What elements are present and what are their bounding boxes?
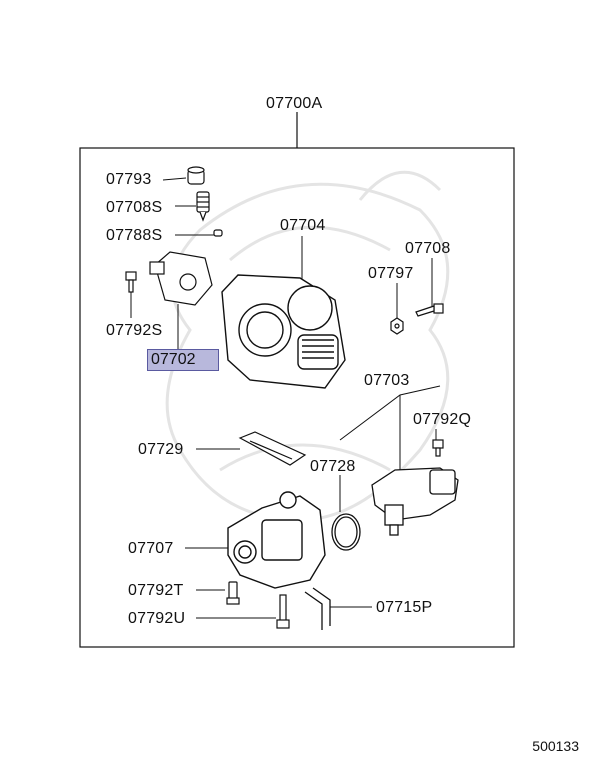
nut-07797-drawing — [390, 317, 404, 335]
gasket-07729-drawing — [238, 431, 307, 466]
bolt-07708-drawing — [415, 303, 444, 317]
part-label-07707[interactable]: 07707 — [128, 540, 174, 557]
part-label-07792Q[interactable]: 07792Q — [413, 411, 472, 428]
part-label-07708[interactable]: 07708 — [405, 240, 451, 257]
cap-07793-drawing — [187, 166, 205, 185]
sensor-07702-drawing — [149, 251, 213, 306]
part-label-07708S[interactable]: 07708S — [106, 199, 163, 216]
housing-07707-drawing — [227, 491, 326, 589]
bolt-07792S-drawing — [125, 271, 137, 293]
part-label-07792T[interactable]: 07792T — [128, 582, 184, 599]
part-label-07793[interactable]: 07793 — [106, 171, 152, 188]
bolt-07792T-drawing — [226, 581, 240, 605]
part-label-07702-highlighted[interactable]: 07702 — [147, 349, 219, 371]
part-label-07729[interactable]: 07729 — [138, 441, 184, 458]
throttle-body-07704-drawing — [221, 274, 346, 389]
screw-07708S-drawing — [196, 191, 210, 222]
pin-07788S-drawing — [213, 229, 223, 237]
bolt-07792Q-drawing — [432, 439, 444, 457]
diagram-code: 500133 — [532, 738, 579, 754]
bracket-07715P-drawing — [304, 587, 331, 630]
leader-lines — [130, 177, 441, 619]
part-label-07797[interactable]: 07797 — [368, 265, 414, 282]
part-label-07703[interactable]: 07703 — [364, 372, 410, 389]
assembly-label: 07700A — [266, 95, 323, 112]
oring-07728-drawing — [331, 513, 361, 551]
part-label-07728[interactable]: 07728 — [310, 458, 356, 475]
part-label-07704[interactable]: 07704 — [280, 217, 326, 234]
part-label-07792S[interactable]: 07792S — [106, 322, 163, 339]
part-label-07715P[interactable]: 07715P — [376, 599, 433, 616]
bolt-07792U-drawing — [276, 594, 290, 629]
part-label-07788S[interactable]: 07788S — [106, 227, 163, 244]
idle-control-07703-drawing — [371, 467, 459, 536]
part-label-07792U[interactable]: 07792U — [128, 610, 186, 627]
